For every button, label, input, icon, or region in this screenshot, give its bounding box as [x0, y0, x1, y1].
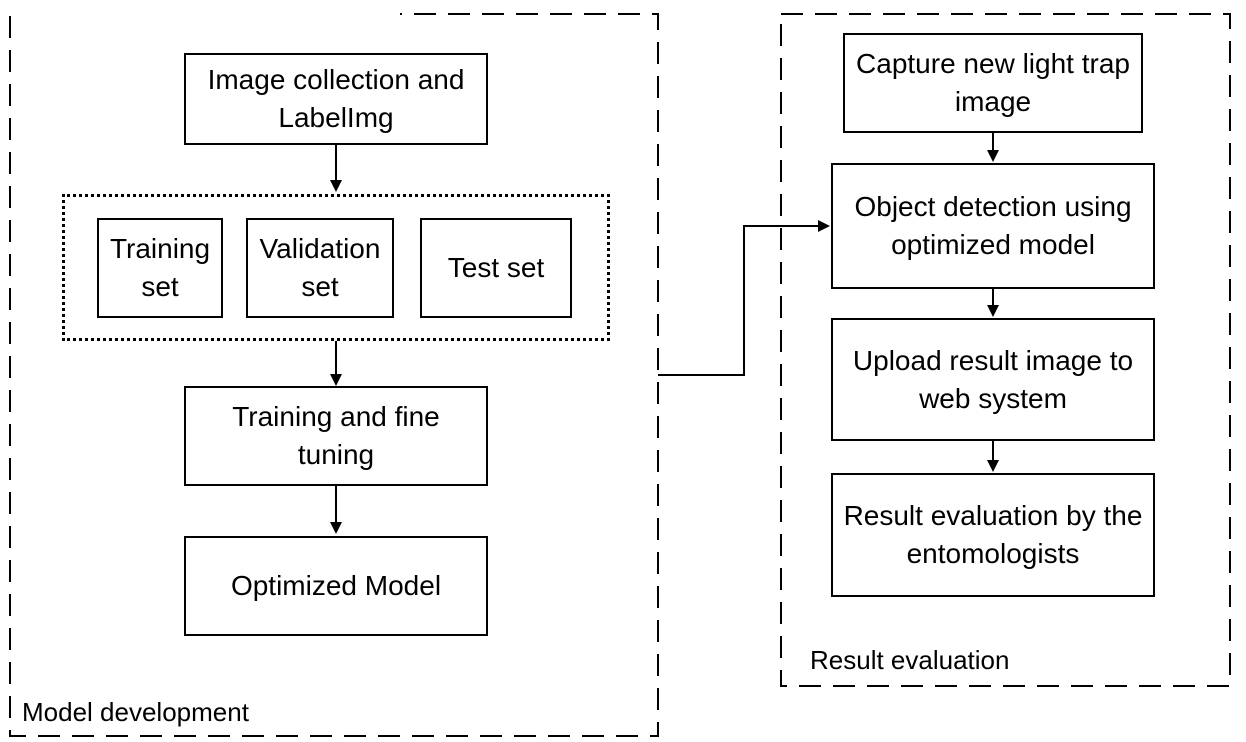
training-fine-tuning-text: Training and fine tuning — [232, 401, 440, 470]
optimized-model-box: Optimized Model — [184, 536, 488, 636]
model-development-frame — [9, 13, 659, 737]
capture-image-text: Capture new light trap image — [856, 48, 1130, 117]
image-collection-box: Image collection and LabelImg — [184, 53, 488, 145]
training-set-text: Training set — [109, 233, 211, 302]
evaluation-entomologists-box: Result evaluation by the entomologists — [831, 473, 1155, 597]
object-detection-text: Object detection using optimized model — [854, 191, 1132, 260]
training-fine-tuning-box: Training and fine tuning — [184, 386, 488, 486]
model-development-label: Model development — [22, 697, 249, 727]
arrow-model-to-detection — [658, 220, 830, 376]
validation-set-text: Validation set — [259, 233, 381, 302]
upload-result-text: Upload result image to web system — [852, 344, 1134, 414]
validation-set-box: Validation set — [246, 218, 394, 318]
test-set-text: Test set — [447, 252, 545, 283]
test-set-box: Test set — [420, 218, 572, 318]
result-evaluation-label: Result evaluation — [810, 645, 1010, 675]
evaluation-entomologists-text: Result evaluation by the entomologists — [843, 500, 1143, 569]
dataset-split-group — [62, 194, 610, 341]
capture-image-box: Capture new light trap image — [843, 33, 1143, 133]
upload-result-box: Upload result image to web system — [831, 318, 1155, 441]
result-evaluation-frame — [780, 13, 1231, 687]
training-set-box: Training set — [97, 218, 223, 318]
image-collection-text: Image collection and LabelImg — [207, 64, 465, 133]
object-detection-box: Object detection using optimized model — [831, 163, 1155, 289]
optimized-model-text: Optimized Model — [230, 570, 442, 601]
